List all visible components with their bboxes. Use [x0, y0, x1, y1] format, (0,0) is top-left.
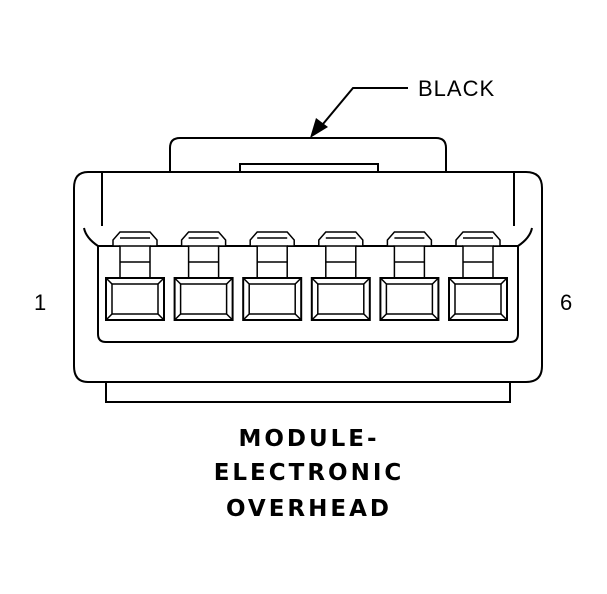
cavity-chamfer — [294, 277, 302, 285]
cavity-chamfer — [105, 313, 113, 321]
pin-label-last: 6 — [560, 290, 572, 315]
terminal-latch-head — [386, 231, 433, 247]
terminal-stem — [462, 245, 494, 281]
pin-cavity-2 — [173, 231, 234, 321]
cavity-inner — [454, 283, 502, 315]
cavity-outer — [448, 277, 508, 321]
terminal-stem — [325, 245, 357, 281]
cavity-chamfer — [431, 313, 439, 321]
cavity-inner — [317, 283, 365, 315]
housing-cavity-ledge — [83, 227, 533, 247]
cavity-chamfer — [242, 313, 250, 321]
cavity-chamfer — [174, 277, 182, 285]
cavity-outer — [105, 277, 165, 321]
cavity-inner — [385, 283, 434, 315]
cavity-chamfer — [226, 313, 234, 321]
terminal-stem — [256, 245, 288, 281]
cavity-chamfer — [174, 313, 182, 321]
terminal-latch-head — [455, 231, 501, 247]
cavity-chamfer — [242, 277, 250, 285]
cavity-outer — [173, 277, 234, 321]
cavity-outer — [310, 277, 371, 321]
cavity-inner — [111, 283, 159, 315]
cavity-chamfer — [500, 277, 508, 285]
terminal-latch-head — [112, 231, 158, 247]
cavity-chamfer — [105, 277, 113, 285]
cavity-chamfer — [448, 313, 456, 321]
pin-cavity-5 — [379, 231, 440, 321]
cavity-inner — [179, 283, 228, 315]
cavity-chamfer — [431, 277, 439, 285]
pin-cavity-3 — [242, 231, 303, 321]
cavity-inner — [248, 283, 296, 315]
housing-outer — [73, 171, 543, 383]
title-line-1: MODULE- — [238, 426, 379, 452]
title-line-3: OVERHEAD — [226, 496, 392, 522]
cavity-outer — [242, 277, 303, 321]
callout-arrowhead — [310, 118, 328, 138]
pin-cavity-4 — [310, 231, 371, 321]
connector-housing — [73, 171, 543, 383]
terminal-stem — [187, 245, 220, 281]
wire-color-callout: BLACK — [310, 76, 495, 138]
cavity-chamfer — [311, 277, 319, 285]
connector-base-strip — [105, 379, 511, 403]
cavity-chamfer — [363, 277, 371, 285]
cavity-chamfer — [157, 313, 165, 321]
cavity-chamfer — [448, 277, 456, 285]
housing-cavity-wall — [97, 246, 519, 343]
cavity-chamfer — [500, 313, 508, 321]
cavity-chamfer — [311, 313, 319, 321]
cavity-chamfer — [363, 313, 371, 321]
cavity-chamfer — [379, 313, 387, 321]
title-line-2: ELECTRONIC — [214, 460, 405, 486]
pin-cavities — [105, 231, 508, 321]
cavity-chamfer — [379, 277, 387, 285]
pin-label-first: 1 — [34, 290, 46, 315]
cavity-chamfer — [226, 277, 234, 285]
terminal-stem — [119, 245, 151, 281]
latch-outline — [169, 137, 447, 172]
cavity-outer — [379, 277, 440, 321]
terminal-stem — [393, 245, 426, 281]
wire-color-label: BLACK — [418, 76, 495, 101]
cavity-chamfer — [157, 277, 165, 285]
component-title: MODULE- ELECTRONIC OVERHEAD — [214, 426, 405, 522]
callout-leader-line — [317, 87, 408, 131]
terminal-latch-head — [180, 231, 227, 247]
terminal-latch-head — [318, 231, 364, 247]
pin-cavity-1 — [105, 231, 165, 321]
terminal-latch-head — [249, 231, 295, 247]
cavity-chamfer — [294, 313, 302, 321]
pin-cavity-6 — [448, 231, 508, 321]
